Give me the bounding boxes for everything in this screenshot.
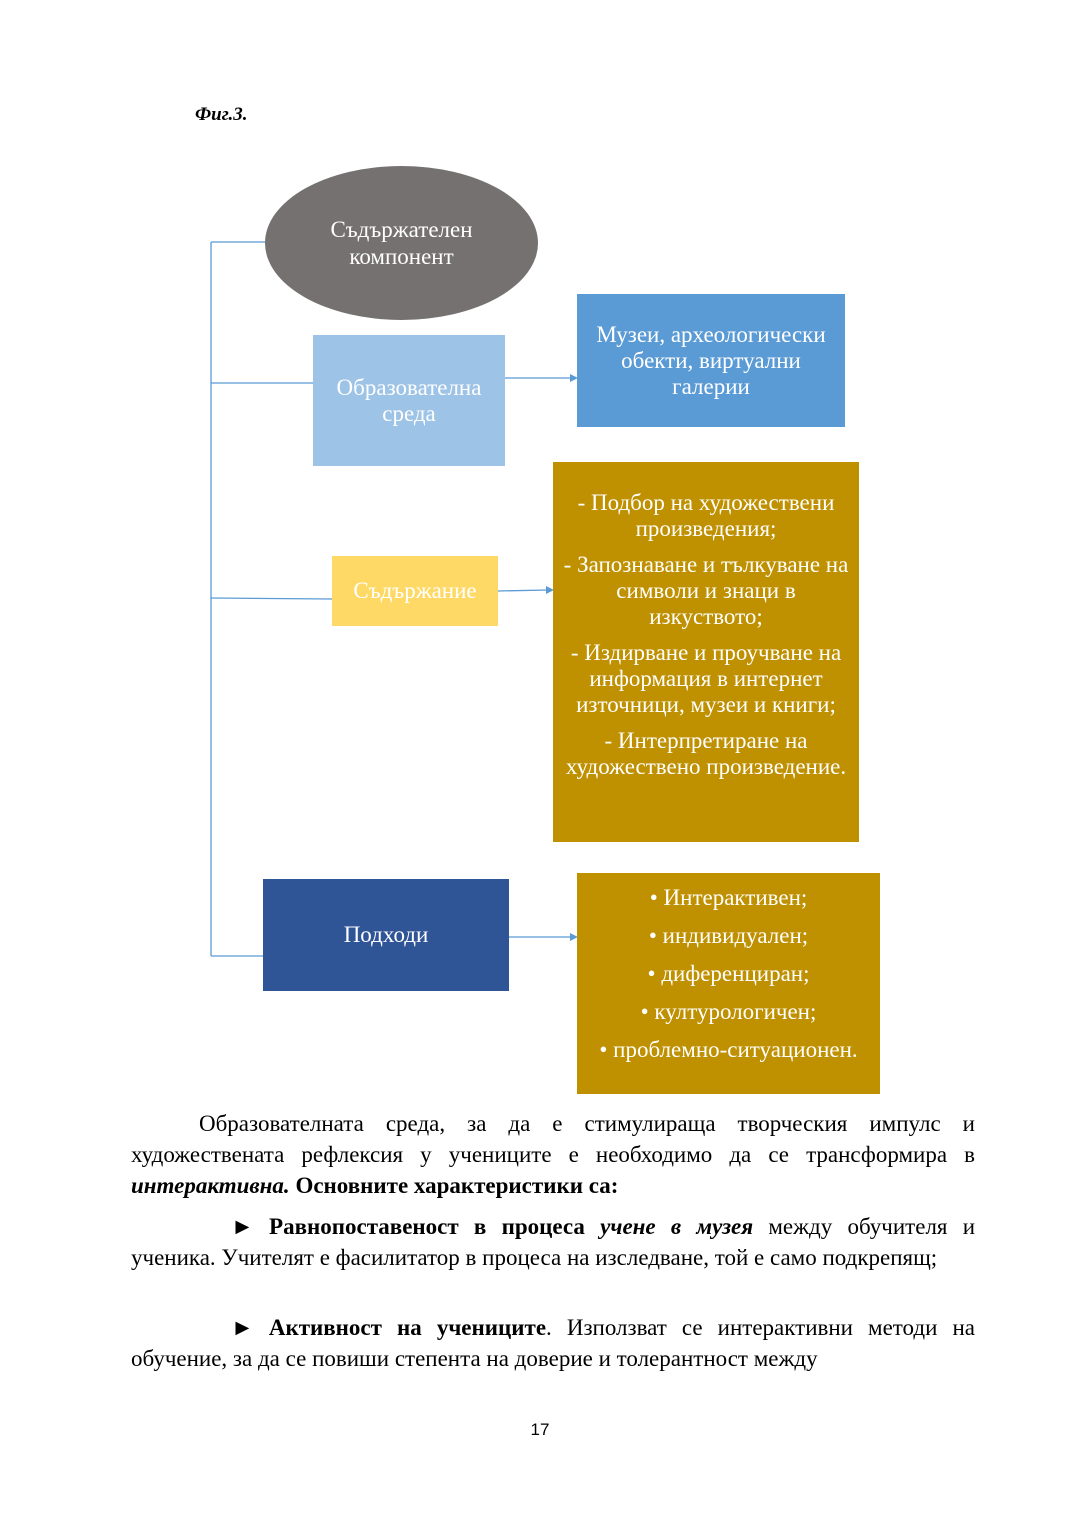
bullet-icon: •	[599, 1037, 608, 1062]
arrowhead-approach	[570, 933, 578, 941]
arrow-marker-icon: ►	[231, 1214, 254, 1239]
arrow-line-content	[497, 589, 549, 592]
content-list-item: - Интерпретиране на художествено произве…	[565, 728, 847, 779]
paragraph-equality: ► Равнопоставеност в процеса учене в муз…	[131, 1214, 976, 1270]
root-node-label: Съдържателен компонент	[330, 217, 473, 269]
node-content-label: Съдържание	[353, 578, 477, 603]
bullet-icon: •	[647, 961, 656, 986]
node-museums: Музеи, археологически обекти, виртуални …	[577, 294, 845, 427]
arrowhead-edu	[570, 374, 578, 382]
node-approaches-list: • Интерактивен; • индивидуален; • дифере…	[577, 873, 880, 1094]
bullet-icon: •	[649, 885, 658, 910]
figure-caption: Фиг.3.	[195, 104, 248, 125]
content-list-item: - Подбор на художествени произведения;	[577, 490, 835, 541]
approach-bullet-item: • диференциран;	[647, 961, 810, 986]
approach-bullet-item: • културологичен;	[640, 999, 817, 1024]
paragraph-intro: Образователната среда, за да е стимулира…	[131, 1111, 975, 1198]
arrowhead-content	[546, 586, 554, 594]
approach-bullet-item: • Интерактивен;	[649, 885, 808, 910]
node-museums-text: Музеи, археологически обекти, виртуални …	[596, 322, 826, 399]
root-node: Съдържателен компонент	[265, 166, 538, 320]
approach-bullet-item: • индивидуален;	[648, 923, 809, 948]
node-content-list: - Подбор на художествени произведения; -…	[553, 462, 859, 842]
node-approaches-label: Подходи	[343, 922, 429, 947]
approach-bullet-item: • проблемно-ситуационен.	[599, 1037, 858, 1062]
node-content: Съдържание	[332, 556, 498, 626]
content-list-item: - Издирване и проучване на информация в …	[570, 640, 842, 717]
branch-connector-content	[210, 597, 333, 600]
node-approaches: Подходи	[263, 879, 509, 991]
node-education-environment-label: Образователна среда	[336, 374, 482, 426]
node-education-environment: Образователна среда	[313, 335, 505, 466]
page-number: 17	[530, 1420, 550, 1439]
content-list-item: - Запознаване и тълкуване на символи и з…	[563, 552, 849, 629]
arrow-marker-icon: ►	[231, 1315, 254, 1340]
bullet-icon: •	[648, 923, 657, 948]
paragraph-activity: ► Активност на учениците. Използват се и…	[131, 1315, 975, 1371]
bullet-icon: •	[640, 999, 649, 1024]
